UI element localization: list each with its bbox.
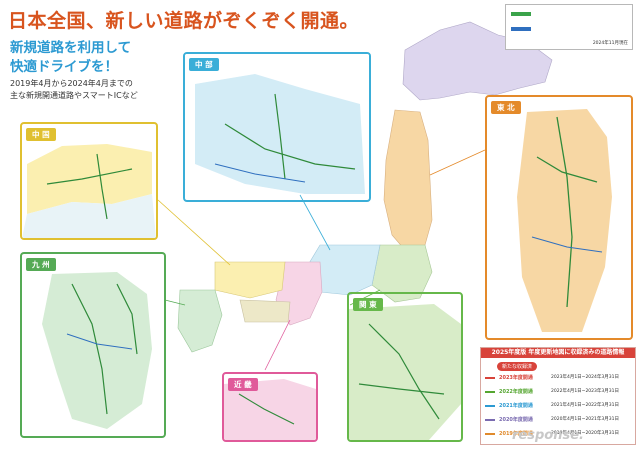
info-panel-heading: 2025年度版 年度更新地図に収録済みの道路情報 — [481, 348, 635, 358]
region-tag-chugoku: 中 国 — [26, 128, 56, 141]
inset-chugoku: 中 国 — [20, 122, 158, 240]
tohoku-inset-map — [517, 109, 612, 332]
info-panel-row-line — [485, 391, 495, 393]
date-range-note-2: 主な新規開通道路やスマートICなど — [10, 91, 138, 100]
connector-tohoku — [429, 149, 486, 176]
region-tag-kinki: 近 畿 — [228, 378, 258, 391]
info-panel-row-range: 2019年4月1日~2020年3月31日 — [551, 431, 619, 436]
info-panel-row-label: 2021年度開通 — [499, 403, 533, 409]
info-panel-row-line — [485, 377, 495, 379]
info-panel-row-range: 2023年4月1日~2024年3月31日 — [551, 375, 619, 380]
info-panel-row-range: 2022年4月1日~2023年3月31日 — [551, 389, 619, 394]
legend-date: 2024年11月現在 — [592, 41, 628, 46]
connector-chubu — [299, 194, 331, 251]
info-panel-row-label: 2020年度開通 — [499, 417, 533, 423]
info-panel-row-range: 2021年4月1日~2022年3月31日 — [551, 403, 619, 408]
watermark: response. — [512, 428, 584, 443]
info-panel-row-label: 2019年度開通 — [499, 431, 533, 437]
connector-kyushu — [164, 299, 186, 306]
kanto-inset-map — [349, 304, 461, 440]
connector-kinki — [264, 319, 291, 371]
chubu-inset-map — [185, 54, 369, 194]
info-panel-row-line — [485, 433, 495, 435]
legend-swatch-blue — [511, 27, 531, 31]
date-range-note-1: 2019年4月から2024年4月までの — [10, 79, 133, 88]
kyushu-landmass — [177, 289, 223, 353]
page-title: 日本全国、新しい道路がぞくぞく開通。 — [8, 10, 360, 32]
subtitle-line-2: 快適ドライブを！ — [10, 59, 118, 75]
chugoku-inset-map — [22, 144, 156, 238]
info-panel-row-line — [485, 419, 495, 421]
subtitle-line-1: 新規道路を利用して — [10, 40, 132, 56]
inset-kyushu: 九 州 — [20, 252, 166, 438]
info-panel-row-label: 2023年度開通 — [499, 375, 533, 381]
kyushu-inset-map — [42, 272, 152, 429]
info-panel-bubble: 新たな収録済 — [497, 362, 538, 371]
connector-chugoku — [157, 199, 231, 266]
legend-swatch-green — [511, 12, 531, 16]
info-panel-row-line — [485, 405, 495, 407]
region-tag-chubu: 中 部 — [189, 58, 219, 71]
info-panel-row-range: 2020年4月1日~2021年3月31日 — [551, 417, 619, 422]
kinki-inset-map — [224, 379, 316, 440]
inset-tohoku: 東 北 — [485, 95, 633, 340]
legend: 2024年11月現在 — [505, 4, 633, 50]
inset-kanto: 関 東 — [347, 292, 463, 442]
region-tag-tohoku: 東 北 — [491, 101, 521, 114]
tohoku-landmass — [383, 109, 433, 251]
inset-kinki: 近 畿 — [222, 372, 318, 442]
inset-chubu: 中 部 — [183, 52, 371, 202]
region-tag-kanto: 関 東 — [353, 298, 383, 311]
chugoku-landmass — [214, 261, 286, 299]
info-panel-row-label: 2022年度開通 — [499, 389, 533, 395]
info-panel: 2025年度版 年度更新地図に収録済みの道路情報 新たな収録済 2023年度開通… — [480, 347, 636, 445]
region-tag-kyushu: 九 州 — [26, 258, 56, 271]
shikoku-landmass — [239, 299, 291, 323]
